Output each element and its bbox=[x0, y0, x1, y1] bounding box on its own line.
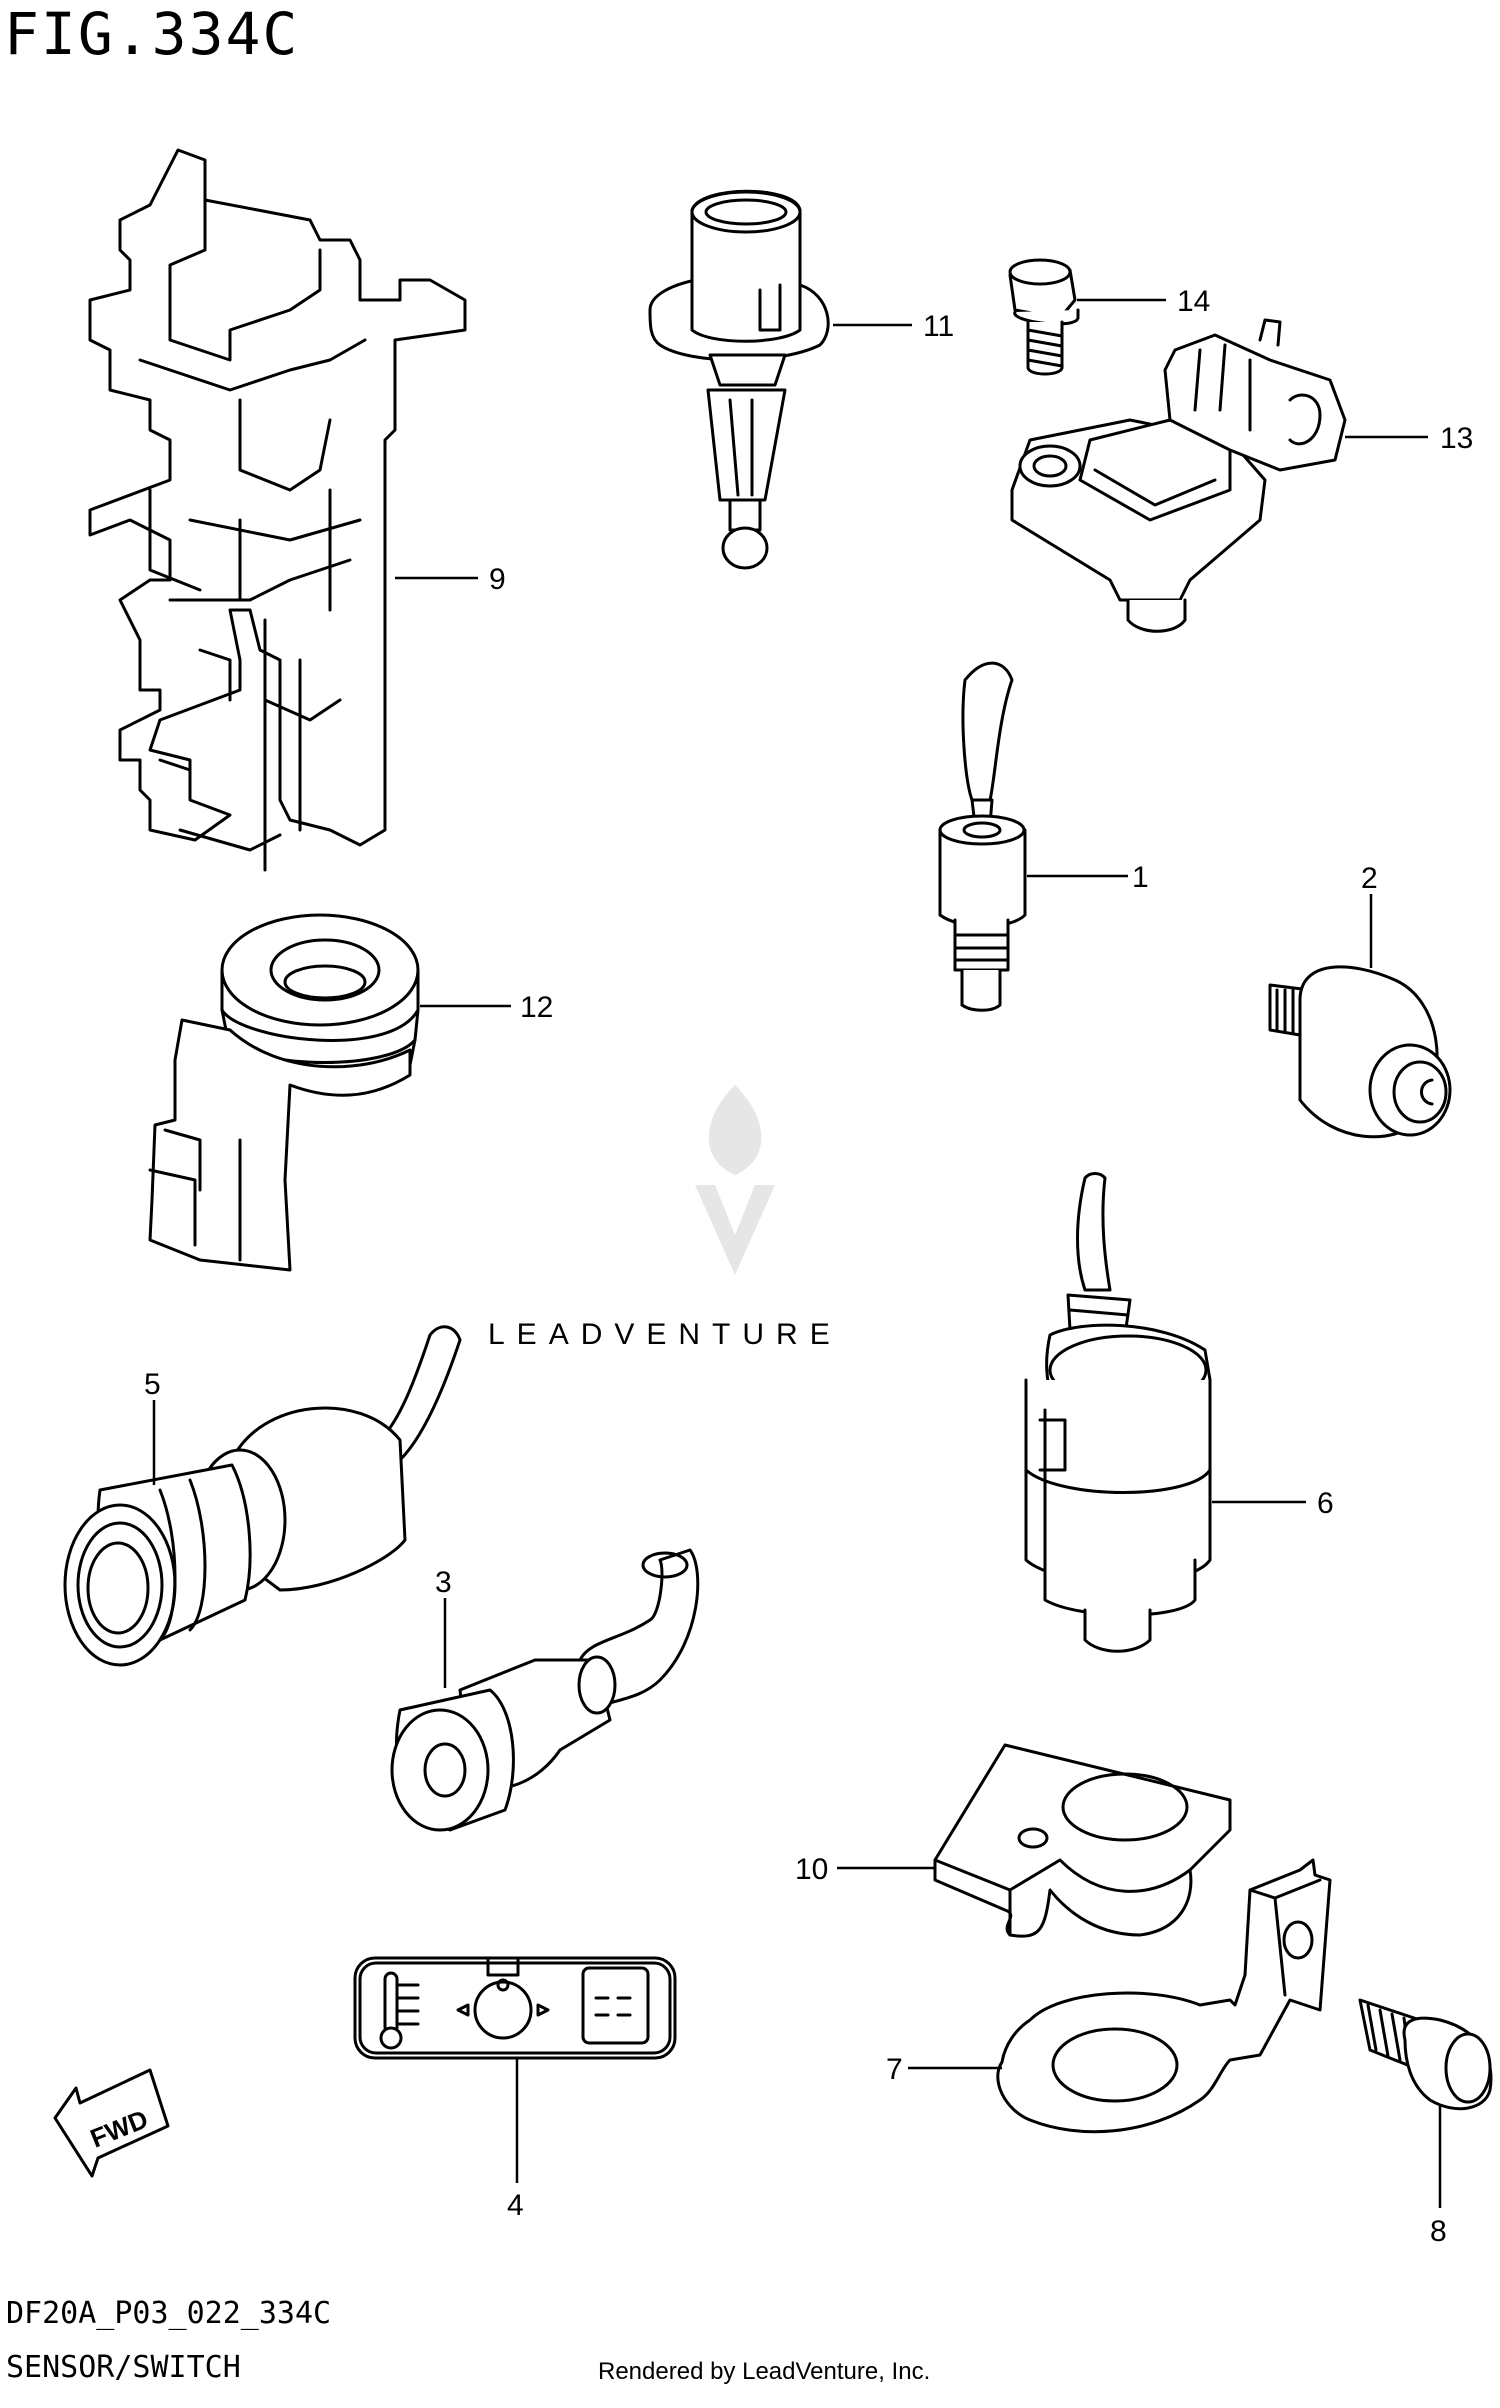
callout-7: 7 bbox=[886, 2053, 903, 2086]
callout-1: 1 bbox=[1132, 861, 1149, 894]
figure-title: FIG.334C bbox=[4, 0, 300, 68]
callout-4: 4 bbox=[507, 2189, 524, 2222]
part-14-bolt[interactable] bbox=[1008, 258, 1080, 376]
part-8-bolt[interactable] bbox=[1358, 1998, 1493, 2111]
callout-10: 10 bbox=[795, 1853, 828, 1886]
callout-9: 9 bbox=[489, 563, 506, 596]
oil-pressure-icon bbox=[456, 1958, 550, 2040]
callout-5: 5 bbox=[144, 1368, 161, 1401]
part-4-decal[interactable] bbox=[353, 1956, 677, 2060]
callout-8: 8 bbox=[1430, 2215, 1447, 2248]
part-5-switch[interactable] bbox=[63, 1325, 462, 1667]
fwd-arrow-icon: FWD bbox=[53, 2068, 170, 2178]
diagram-subtitle: SENSOR/SWITCH bbox=[6, 2350, 241, 2385]
battery-icon bbox=[581, 1966, 650, 2045]
watermark-text: LEADVENTURE bbox=[488, 1318, 842, 1351]
part-11-sensor[interactable] bbox=[648, 189, 830, 570]
callout-14: 14 bbox=[1177, 285, 1210, 318]
part-3-wire-grommet[interactable] bbox=[390, 1548, 700, 1832]
render-credit: Rendered by LeadVenture, Inc. bbox=[598, 2358, 931, 2385]
part-12-grommet[interactable] bbox=[148, 913, 420, 1272]
diagram-code: DF20A_P03_022_334C bbox=[6, 2296, 332, 2331]
callout-11: 11 bbox=[923, 310, 954, 343]
temperature-icon bbox=[379, 1971, 420, 2050]
callout-12: 12 bbox=[520, 991, 553, 1024]
part-6-pressure-switch[interactable] bbox=[1024, 1172, 1212, 1653]
callout-2: 2 bbox=[1361, 862, 1378, 895]
part-1-sensor[interactable] bbox=[938, 661, 1027, 1012]
part-7-bracket[interactable] bbox=[996, 1858, 1332, 2134]
leadventure-watermark: LEADVENTURE bbox=[488, 1085, 842, 1351]
part-10-clamp[interactable] bbox=[933, 1743, 1232, 1938]
part-9-bracket[interactable] bbox=[88, 148, 467, 872]
callout-3: 3 bbox=[435, 1566, 452, 1599]
callout-13: 13 bbox=[1440, 422, 1473, 455]
part-2-knock-sensor[interactable] bbox=[1268, 965, 1452, 1139]
callout-6: 6 bbox=[1317, 1487, 1334, 1520]
part-13-map-sensor[interactable] bbox=[1010, 318, 1347, 633]
